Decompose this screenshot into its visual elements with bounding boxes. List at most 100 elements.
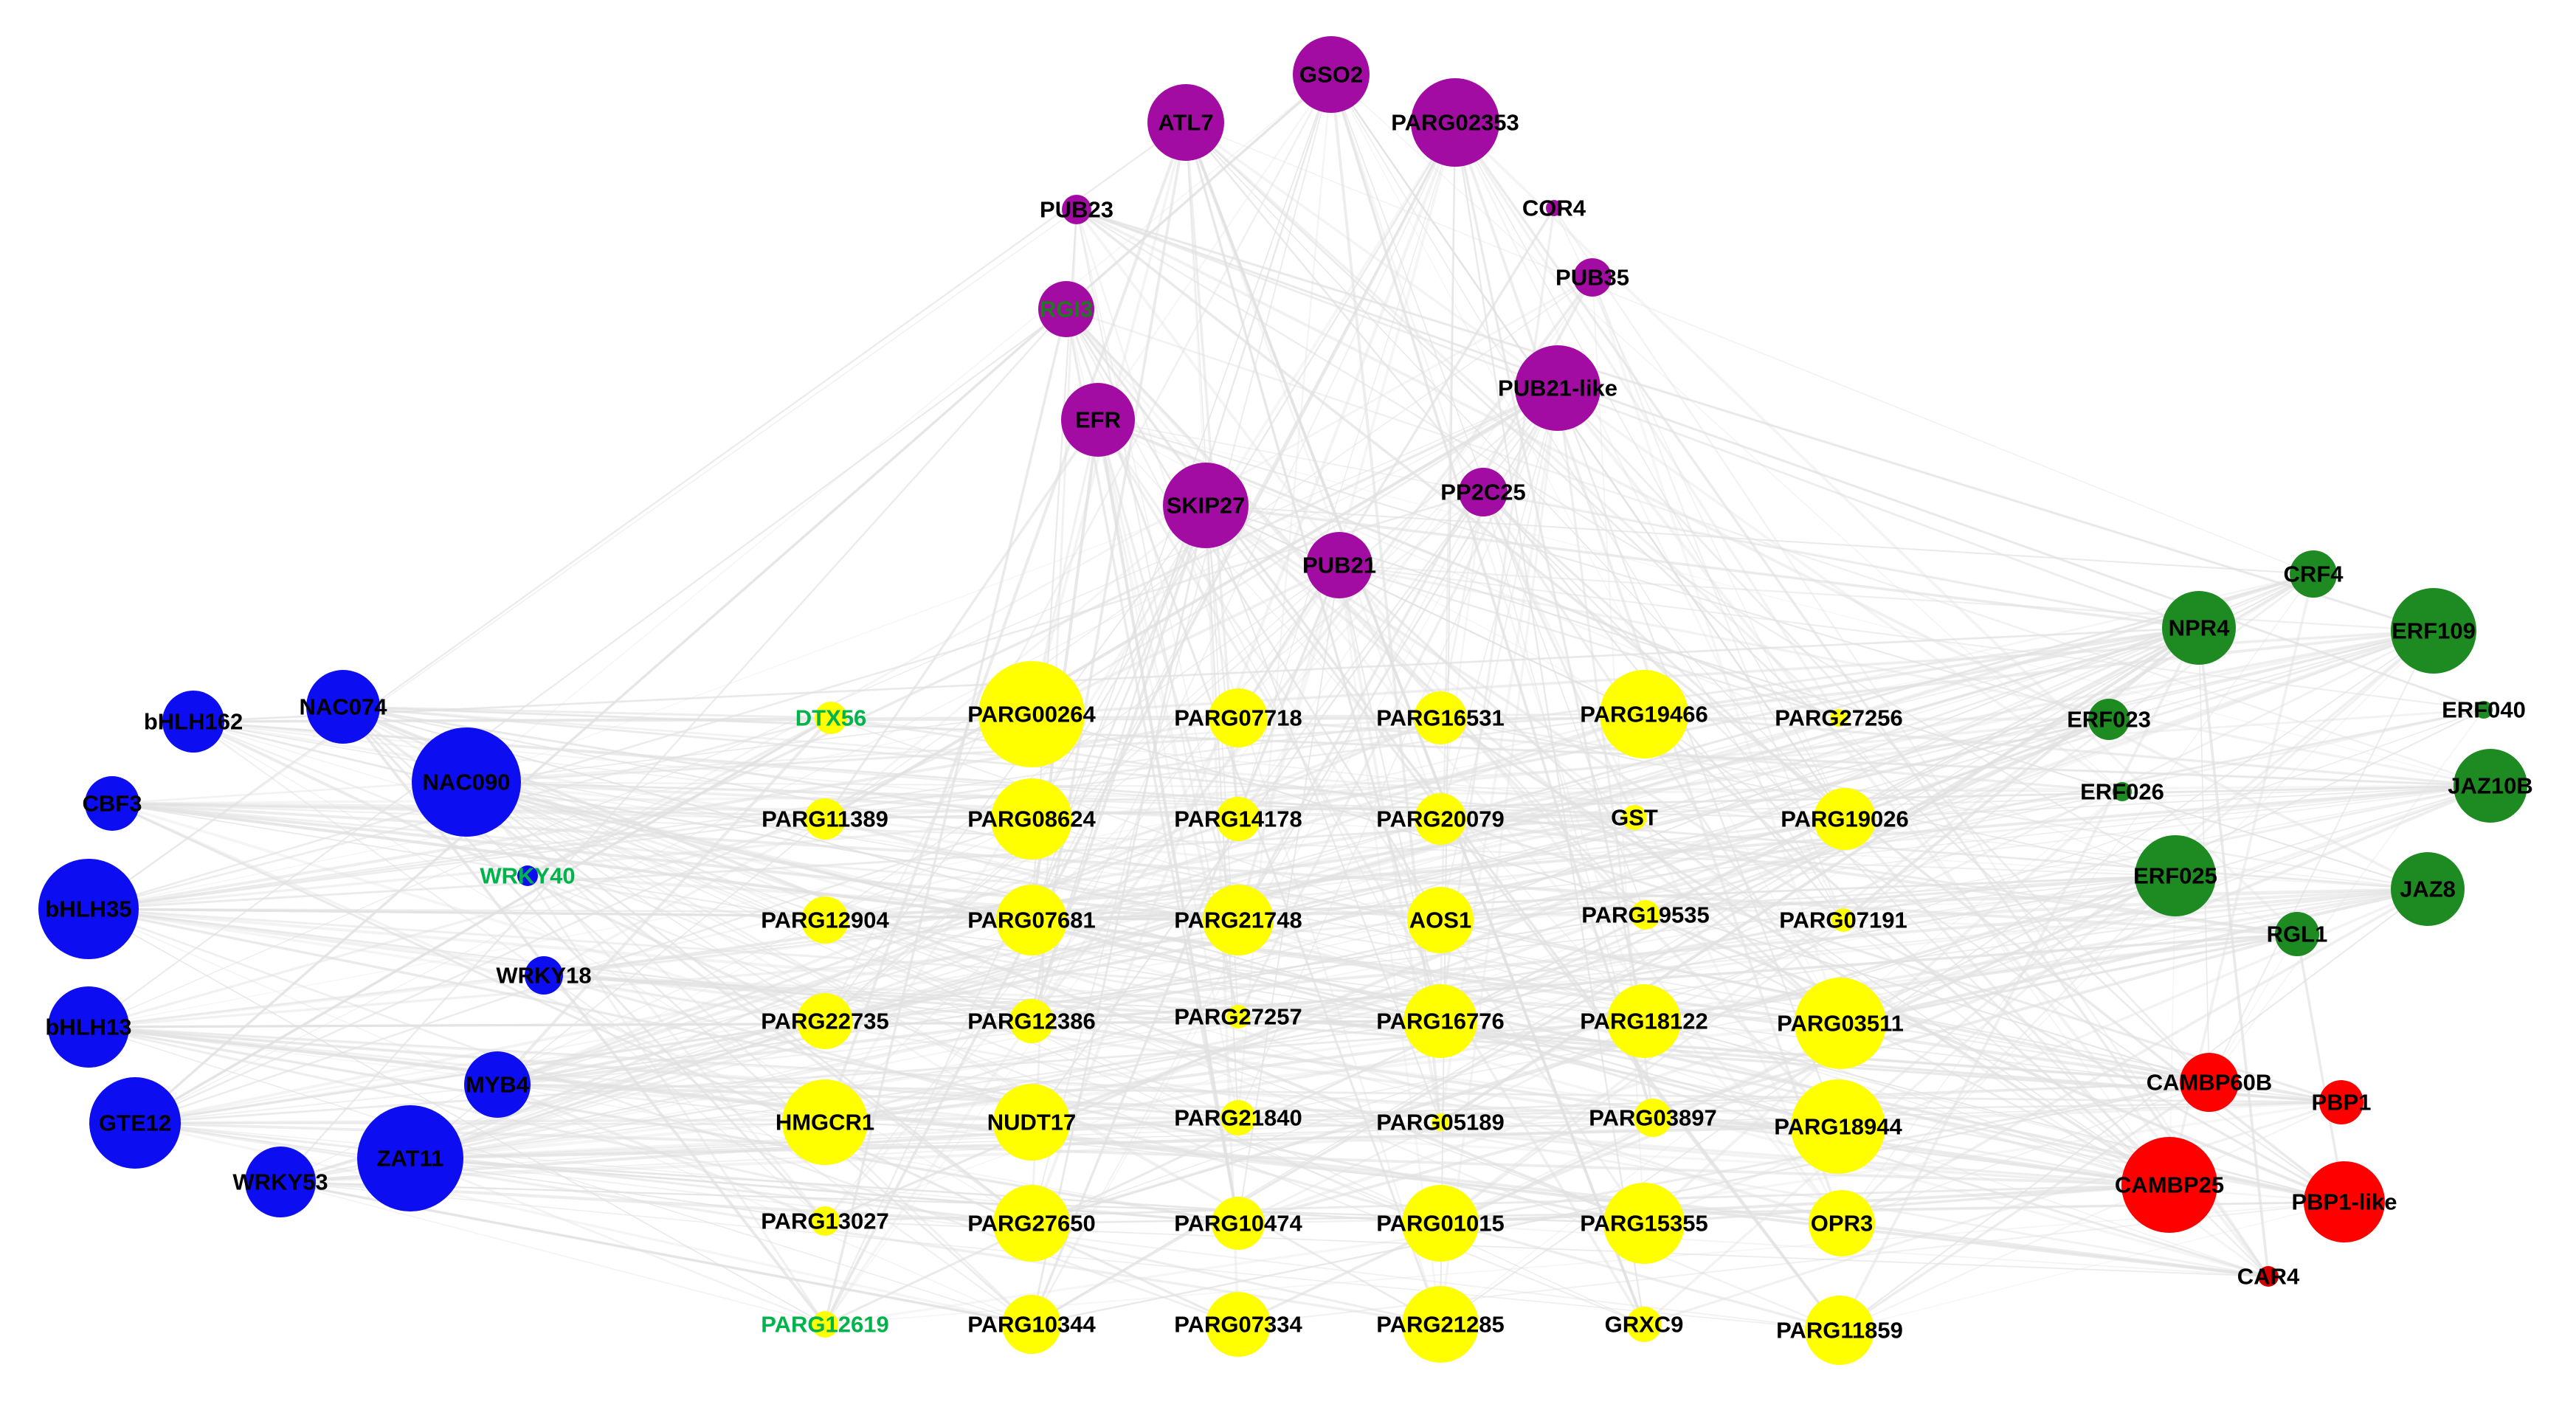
node-WRKY53[interactable]	[245, 1147, 316, 1217]
node-GST[interactable]	[1622, 805, 1647, 830]
node-PUB21[interactable]	[1306, 532, 1372, 598]
node-PARG05189[interactable]	[1432, 1113, 1449, 1131]
node-EFR[interactable]	[1061, 383, 1135, 457]
node-COR4[interactable]	[1546, 200, 1562, 216]
node-PARG14178[interactable]	[1216, 797, 1260, 841]
node-PARG13027[interactable]	[810, 1206, 840, 1236]
network-edge	[1237, 718, 2110, 922]
node-PUB23[interactable]	[1062, 195, 1091, 224]
node-CRF4[interactable]	[2290, 550, 2337, 598]
network-edge	[1204, 504, 1842, 1025]
node-PARG07681[interactable]	[996, 885, 1067, 955]
node-bHLH35[interactable]	[38, 859, 139, 959]
network-edge	[466, 781, 1843, 1225]
network-edge	[1645, 629, 2434, 916]
node-RGI3[interactable]	[1038, 281, 1094, 337]
node-PBP1[interactable]	[2319, 1080, 2363, 1124]
network-edge	[1843, 888, 2428, 922]
network-edge	[1031, 74, 1332, 1224]
node-SKIP27[interactable]	[1163, 463, 1249, 548]
node-GRXC9[interactable]	[1626, 1307, 1662, 1342]
node-PBP1-like[interactable]	[2304, 1161, 2385, 1242]
node-CAMBP25[interactable]	[2121, 1137, 2217, 1233]
node-bHLH162[interactable]	[162, 691, 224, 753]
node-PARG03511[interactable]	[1795, 978, 1886, 1069]
node-CBF3[interactable]	[85, 776, 139, 831]
node-PARG02353[interactable]	[1411, 78, 1499, 167]
node-ERF040[interactable]	[2475, 701, 2493, 719]
node-PARG19026[interactable]	[1814, 788, 1876, 850]
network-edge	[1204, 504, 1841, 1332]
node-WRKY40[interactable]	[517, 865, 538, 886]
network-edge	[1237, 1081, 2210, 1119]
node-PARG07718[interactable]	[1209, 688, 1268, 747]
network-edge	[1838, 627, 2200, 1331]
node-PARG27256[interactable]	[1830, 709, 1848, 727]
node-AOS1[interactable]	[1407, 887, 1474, 953]
network-edge	[527, 716, 832, 877]
network-edge	[1440, 629, 2434, 820]
network-edge	[88, 908, 1032, 1325]
node-PARG07334[interactable]	[1206, 1292, 1271, 1357]
node-NAC074[interactable]	[306, 670, 380, 744]
node-PARG21840[interactable]	[1220, 1100, 1256, 1135]
node-PARG18944[interactable]	[1791, 1079, 1885, 1174]
network-edge	[824, 817, 2170, 1186]
node-bHLH13[interactable]	[48, 986, 129, 1068]
node-NUDT17[interactable]	[993, 1084, 1070, 1161]
node-PARG16531[interactable]	[1414, 691, 1467, 744]
node-NAC090[interactable]	[412, 727, 521, 837]
node-ERF026[interactable]	[2113, 782, 2132, 801]
node-WRKY18[interactable]	[525, 956, 563, 995]
node-ERF023[interactable]	[2088, 699, 2130, 740]
node-PARG21748[interactable]	[1203, 885, 1274, 955]
node-CAMBP60B[interactable]	[2180, 1053, 2239, 1112]
node-PARG20079[interactable]	[1415, 793, 1466, 845]
node-CAR4[interactable]	[2258, 1266, 2279, 1287]
node-PARG22735[interactable]	[797, 993, 853, 1049]
node-NPR4[interactable]	[2162, 591, 2236, 665]
node-ATL7[interactable]	[1147, 84, 1224, 161]
network-edge	[1454, 122, 1646, 1325]
node-JAZ10B[interactable]	[2454, 749, 2527, 823]
node-PARG01015[interactable]	[1402, 1185, 1479, 1262]
node-OPR3[interactable]	[1809, 1190, 1875, 1256]
node-PARG10344[interactable]	[1002, 1295, 1061, 1354]
node-PARG12904[interactable]	[801, 896, 849, 944]
node-PARG15355[interactable]	[1603, 1183, 1685, 1264]
node-PARG27257[interactable]	[1226, 1005, 1250, 1028]
node-PARG12386[interactable]	[1009, 999, 1054, 1043]
network-edge	[1440, 784, 2491, 1225]
node-PARG27650[interactable]	[993, 1185, 1070, 1262]
node-PARG19535[interactable]	[1631, 900, 1660, 930]
node-PARG08624[interactable]	[991, 778, 1072, 860]
node-PARG00264[interactable]	[978, 661, 1085, 767]
node-PARG18122[interactable]	[1607, 984, 1681, 1058]
node-ERF025[interactable]	[2135, 835, 2216, 916]
node-PP2C25[interactable]	[1459, 468, 1508, 516]
node-PARG12619[interactable]	[812, 1311, 838, 1338]
node-PUB21-like[interactable]	[1515, 345, 1600, 431]
node-ERF109[interactable]	[2391, 588, 2476, 674]
node-PARG10474[interactable]	[1212, 1197, 1265, 1250]
node-ZAT11[interactable]	[357, 1105, 463, 1211]
node-GTE12[interactable]	[89, 1077, 181, 1169]
node-PARG19466[interactable]	[1600, 670, 1688, 758]
node-HMGCR1[interactable]	[782, 1079, 868, 1165]
node-PARG21285[interactable]	[1402, 1286, 1479, 1363]
network-edge	[410, 1158, 2269, 1277]
node-PARG16776[interactable]	[1403, 984, 1477, 1058]
node-PARG11859[interactable]	[1805, 1296, 1874, 1365]
node-DTX56[interactable]	[815, 702, 847, 734]
node-JAZ8[interactable]	[2391, 852, 2465, 926]
network-edge	[1237, 626, 2200, 820]
network-edge	[2296, 933, 2346, 1203]
node-PARG03897[interactable]	[1634, 1099, 1672, 1137]
node-MYB4[interactable]	[464, 1051, 531, 1118]
node-PARG11389[interactable]	[804, 798, 846, 840]
node-GSO2[interactable]	[1293, 36, 1370, 113]
node-RGL1[interactable]	[2275, 912, 2319, 956]
node-PUB35[interactable]	[1573, 258, 1612, 297]
network-edge	[823, 74, 1333, 1022]
node-PARG07191[interactable]	[1831, 908, 1855, 932]
